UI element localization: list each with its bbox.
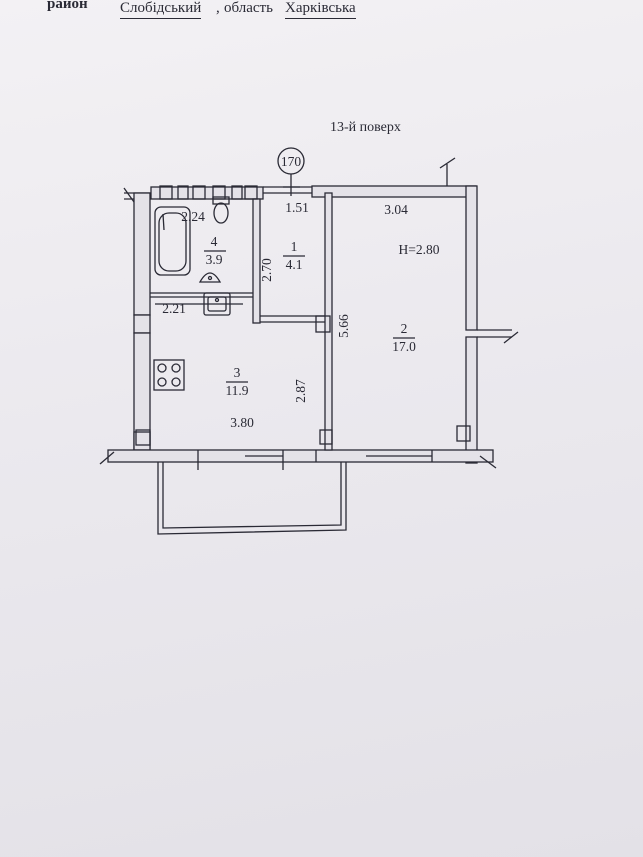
district-value: Слобідський [120,0,202,19]
header: район Слобідський , область Харківська [0,0,643,26]
kitchen-sink-icon [203,292,231,316]
comma: , [216,0,220,16]
room-3-area: 11.9 [225,383,248,398]
district-label: район [47,0,88,12]
radiator-icon [159,185,258,200]
dim-room2-length: 5.66 [336,314,351,338]
dim-hall-width: 1.51 [285,200,309,215]
dim-kitchen-width: 3.80 [230,415,254,430]
floor-label: 13-й поверх [330,120,401,135]
room-4-number: 4 [211,234,218,249]
region-value: Харківська [285,0,356,19]
bathtub-icon [154,206,191,276]
dim-bath-width: 2.24 [181,209,205,224]
balcony [157,462,347,535]
room-1-number: 1 [291,239,298,254]
stove-icon [153,359,185,391]
bathroom-sink-icon [198,272,222,283]
dim-kitchen-top: 2.21 [162,301,186,316]
room-3-number: 3 [234,365,241,380]
dim-hall-length: 2.70 [259,258,274,282]
room-2-area: 17.0 [392,339,416,354]
outer-walls [99,157,519,470]
dim-kitchen-length: 2.87 [293,379,308,403]
room-2-number: 2 [401,321,408,336]
dim-room2-width: 3.04 [384,202,408,217]
room-4-area: 3.9 [206,252,223,267]
interior-walls [135,192,471,451]
unit-number: 170 [281,154,302,169]
toilet-icon [212,196,230,224]
dim-ceiling-height: H=2.80 [399,242,440,257]
region-label: область [224,0,273,16]
room-1-area: 4.1 [286,257,303,272]
